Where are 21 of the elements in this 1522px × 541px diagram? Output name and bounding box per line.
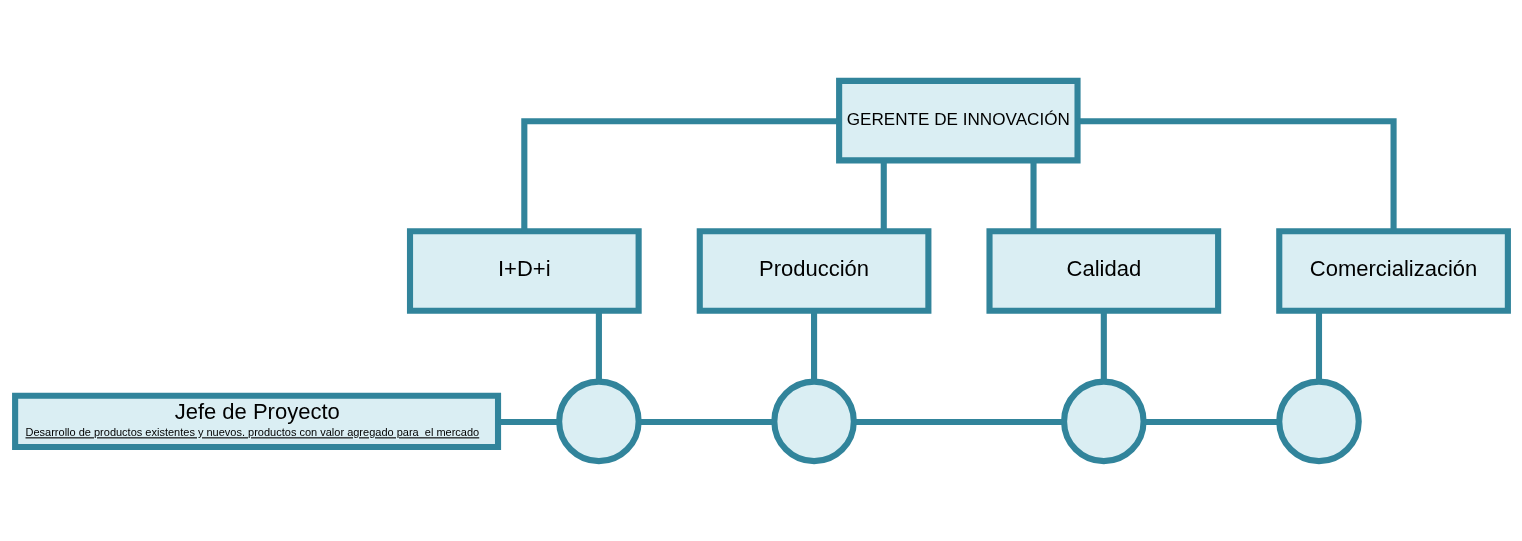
node-circle [555,378,642,464]
connector [638,418,774,425]
node-box: Jefe de Proyecto Desarrollo de productos existentes y nuevos. productos con valor agregado para el mercado [11,392,501,450]
node-box: Comercialización [1275,227,1511,314]
connector [1077,117,1397,231]
connector [810,310,817,381]
connector [595,310,602,381]
node-box: Producción [696,227,931,314]
node-box: I+D+i [406,227,642,314]
node-circle [770,378,857,464]
connector [880,160,887,231]
node-circle [1060,378,1147,464]
connector [1029,160,1037,231]
node-circle [1275,378,1362,464]
connector [1143,418,1279,425]
connector [853,418,1064,425]
connector [1315,310,1322,381]
node-box: Calidad [985,227,1221,314]
connector [520,117,839,231]
node-box: GERENTE DE INNOVACIÓN [835,77,1081,163]
connector [1100,310,1107,381]
